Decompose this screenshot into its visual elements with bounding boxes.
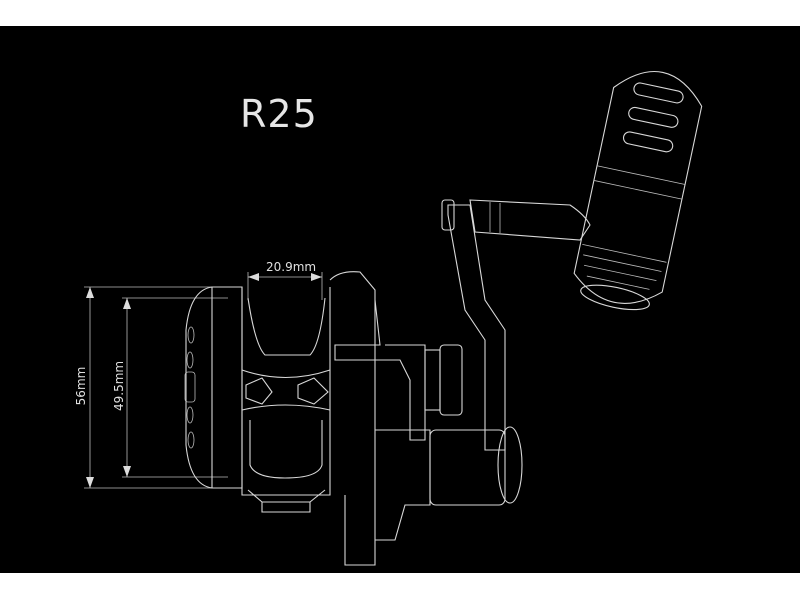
outer-height-label: 56mm (74, 366, 88, 406)
drawing-canvas (0, 26, 800, 573)
model-title: R25 (240, 92, 318, 136)
dimension-49-5mm-line (122, 297, 228, 478)
inner-height-label: 49.5mm (112, 360, 126, 411)
side-plate (184, 286, 243, 489)
dimension-20-9mm-line (247, 272, 323, 300)
dimension-56mm-line (84, 286, 212, 489)
handle-knob (573, 71, 703, 311)
reel-foot (261, 502, 311, 513)
reel-body (329, 271, 523, 566)
spool-frame (241, 287, 331, 503)
spool-width-label: 20.9mm (266, 260, 317, 274)
handle-arm (441, 199, 591, 451)
